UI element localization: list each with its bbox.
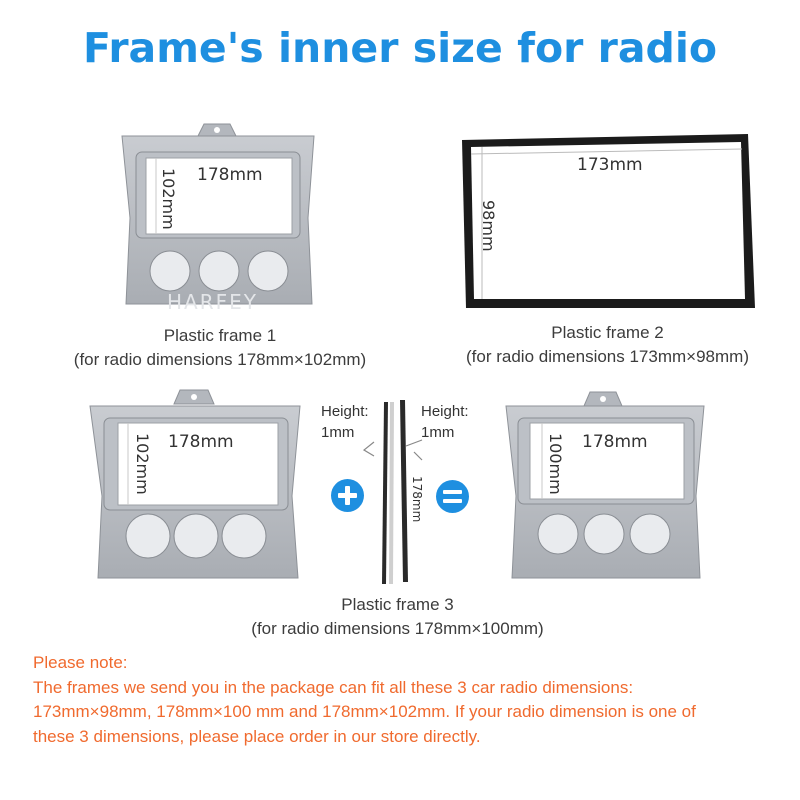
frame2-label: Plastic frame 2 bbox=[551, 323, 664, 342]
strip-left-height-label: Height: bbox=[321, 403, 369, 420]
frame3-caption: Plastic frame 3 (for radio dimensions 17… bbox=[200, 593, 595, 641]
frame3-desc: (for radio dimensions 178mm×100mm) bbox=[251, 619, 544, 638]
frame2-height-label: 98mm bbox=[479, 200, 498, 252]
note-heading: Please note: bbox=[33, 653, 128, 672]
strip-right-height-label: Height: bbox=[421, 403, 469, 420]
frame3-left-width-label: 178mm bbox=[168, 432, 234, 452]
strip-right-height-value: 1mm bbox=[421, 424, 455, 441]
note-block: Please note: The frames we send you in t… bbox=[33, 651, 793, 749]
frame1-caption: Plastic frame 1 (for radio dimensions 17… bbox=[40, 324, 400, 372]
equals-icon bbox=[436, 480, 469, 513]
frame2-image: 173mm 98mm bbox=[462, 134, 755, 308]
frame3-right-width-label: 178mm bbox=[582, 432, 648, 452]
frame1-width-label: 178mm bbox=[197, 165, 263, 185]
strip-length-label: 178mm bbox=[410, 476, 424, 522]
frame1-image: 178mm 102mm HARFEY bbox=[121, 123, 315, 314]
frame2-caption: Plastic frame 2 (for radio dimensions 17… bbox=[430, 321, 785, 369]
frame3-label: Plastic frame 3 bbox=[341, 595, 454, 614]
frame3-right-image: 178mm 100mm bbox=[505, 391, 705, 579]
frame3-left-image: 178mm 102mm bbox=[89, 389, 301, 579]
frame1-label: Plastic frame 1 bbox=[163, 326, 277, 345]
frame2-width-label: 173mm bbox=[577, 155, 643, 175]
strip-left-height-value: 1mm bbox=[321, 424, 355, 441]
note-line-2: 173mm×98mm, 178mm×100 mm and 178mm×102mm… bbox=[33, 702, 696, 721]
frame3-left-height-label: 102mm bbox=[133, 433, 152, 495]
frame3-right-height-label: 100mm bbox=[546, 433, 565, 495]
note-line-1: The frames we send you in the package ca… bbox=[33, 677, 634, 697]
plus-icon bbox=[331, 479, 364, 512]
frame1-height-label: 102mm bbox=[159, 168, 178, 230]
frame1-watermark: HARFEY bbox=[167, 290, 258, 314]
strip-image: 178mm bbox=[362, 400, 424, 584]
frame2-desc: (for radio dimensions 173mm×98mm) bbox=[466, 347, 749, 366]
frame1-desc: (for radio dimensions 178mm×102mm) bbox=[73, 350, 367, 369]
page-title: Frame's inner size for radio bbox=[82, 24, 718, 72]
note-line-3: these 3 dimensions, please place order i… bbox=[33, 726, 481, 746]
